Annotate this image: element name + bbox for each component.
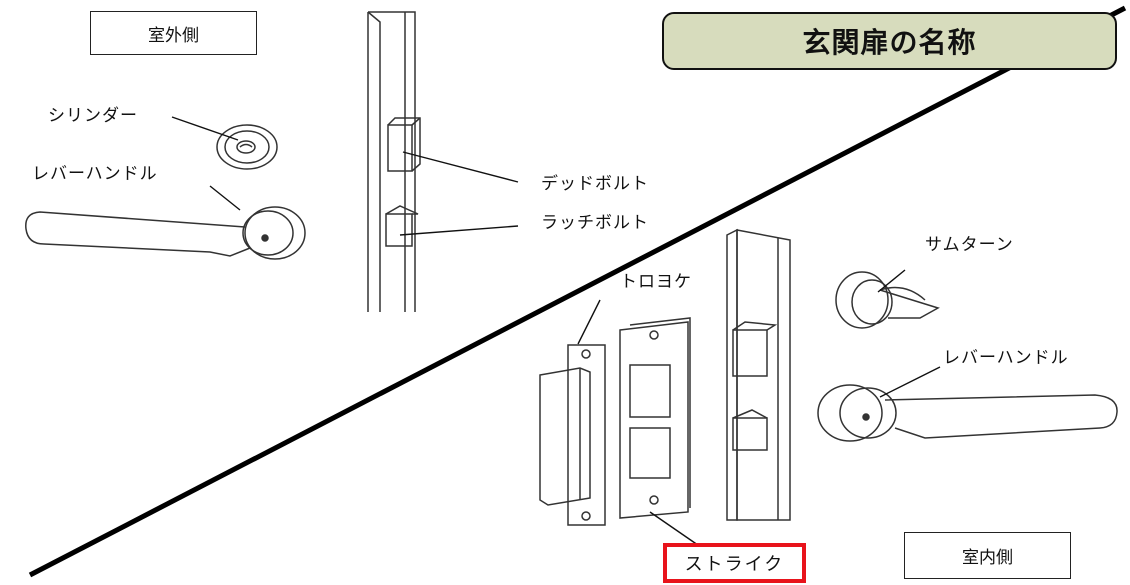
label-lever-handle-outside: レバーハンドル (32, 164, 158, 184)
label-latch-bolt: ラッチボルト (541, 213, 649, 233)
lever-handle-outside-drawing (25, 206, 306, 260)
label-deadbolt: デッドボルト (541, 174, 649, 194)
label-toroyoke: トロヨケ (620, 272, 692, 292)
indoor-label: 室内側 (904, 532, 1071, 579)
lever-handle-inside-drawing (817, 384, 1118, 442)
label-thumb-turn: サムターン (925, 235, 1014, 255)
strike-plate-drawing (619, 317, 691, 519)
label-cylinder: シリンダー (48, 106, 138, 126)
thumb-turn-drawing (835, 271, 940, 329)
door-edge-outside-drawing (367, 11, 421, 312)
diagonal-divider (28, 5, 1127, 578)
toroyoke-drawing (539, 344, 606, 526)
outdoor-label: 室外側 (90, 11, 257, 55)
page-title: 玄関扉の名称 (662, 12, 1117, 70)
label-lever-handle-inside: レバーハンドル (943, 348, 1069, 368)
cylinder-drawing (216, 124, 278, 170)
label-strike: ストライク (663, 543, 806, 583)
door-edge-inside-drawing (726, 228, 791, 521)
